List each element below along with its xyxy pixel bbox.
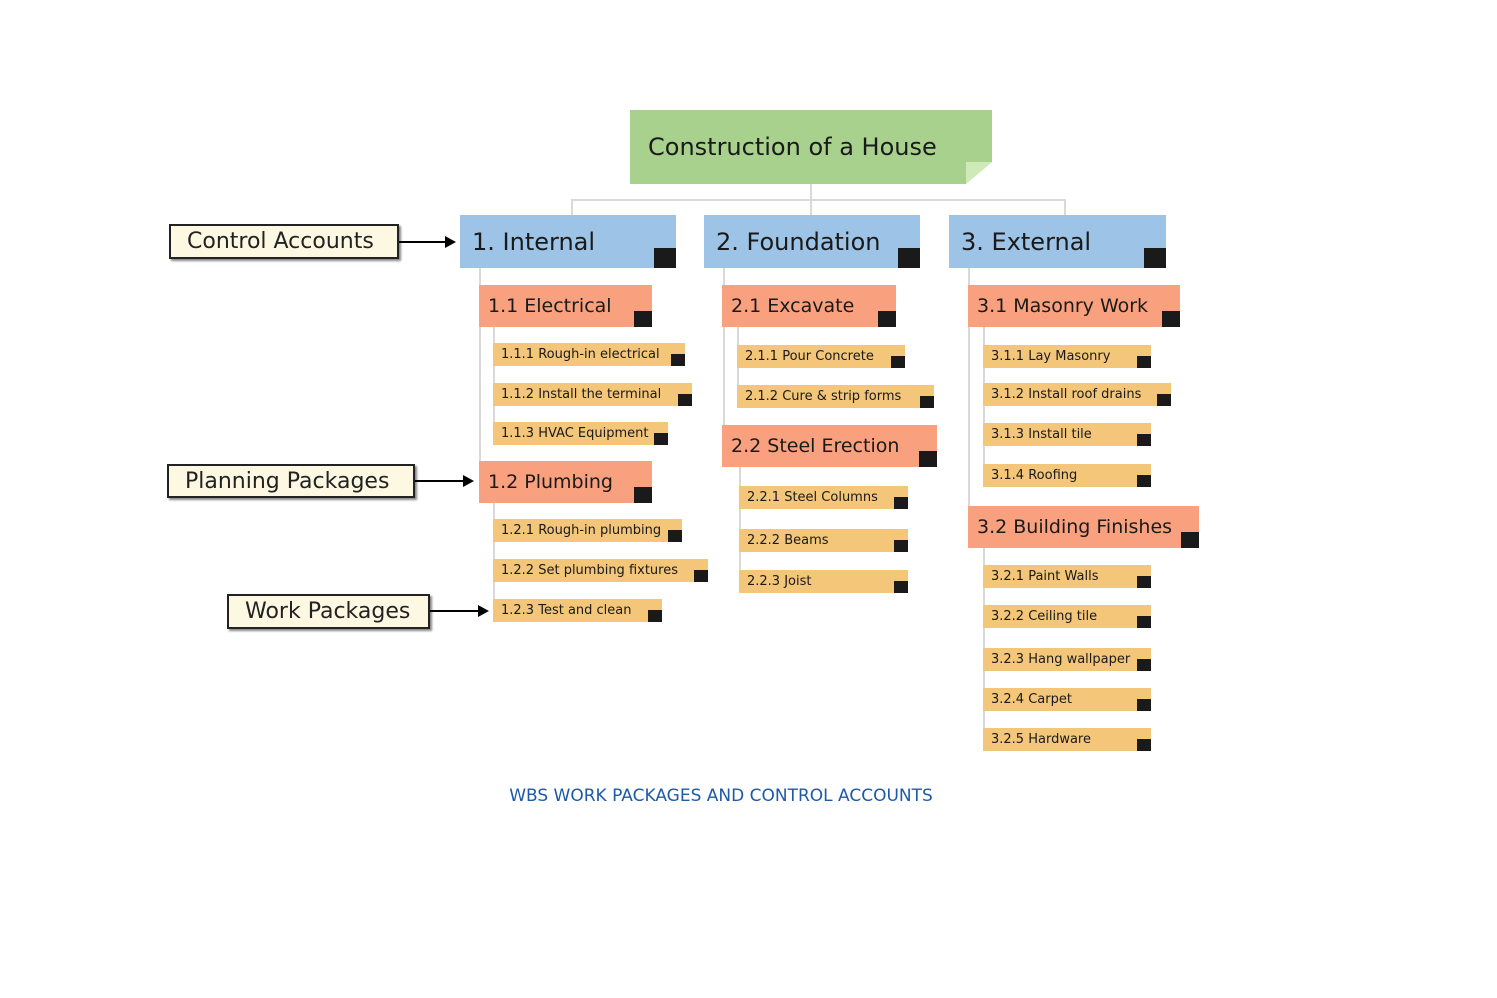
work-package: 2.1.2 Cure & strip forms [737,385,934,408]
planning-package: 2.1 Excavate [722,285,896,327]
work-package: 1.1.3 HVAC Equipment [493,422,668,445]
work-package: 2.2.2 Beams [739,529,908,552]
arrow-icon [415,475,474,487]
control-accounts-label: Control Accounts [169,224,399,259]
node-label: 2.2.1 Steel Columns [747,490,878,505]
node-label: 2.1 Excavate [731,295,855,317]
connector [723,268,725,446]
work-package: 1.2.2 Set plumbing fixtures [493,559,708,582]
work-package: 3.1.1 Lay Masonry [983,345,1151,368]
work-package: 3.1.3 Install tile [983,423,1151,446]
node-label: 3.2.2 Ceiling tile [991,609,1098,624]
work-package: 2.2.1 Steel Columns [739,486,908,509]
node-label: 1.2.3 Test and clean [501,603,632,618]
work-package: 1.1.2 Install the terminal [493,383,692,406]
node-label: 2.2.3 Joist [747,574,812,589]
node-label: 2. Foundation [716,227,881,256]
planning-package: 1.2 Plumbing [479,461,652,503]
work-package: 3.2.4 Carpet [983,688,1151,711]
node-label: 3. External [961,227,1092,256]
work-package: 2.2.3 Joist [739,570,908,593]
work-package: 3.1.2 Install roof drains [983,383,1171,406]
node-label: 3.1.2 Install roof drains [991,387,1142,402]
work-package: 3.2.3 Hang wallpaper [983,648,1151,671]
root-node: Construction of a House [630,110,992,184]
planning-package: 3.1 Masonry Work [968,285,1180,327]
planning-package: 1.1 Electrical [479,285,652,327]
node-label: 1.1.3 HVAC Equipment [501,426,649,441]
node-label: 3.1 Masonry Work [977,295,1149,317]
arrow-icon [399,236,456,248]
node-label: 3.1.1 Lay Masonry [991,349,1111,364]
work-package: 3.1.4 Roofing [983,464,1151,487]
control-account-foundation: 2. Foundation [704,215,920,268]
root-label: Construction of a House [648,133,937,161]
label-text: Control Accounts [187,229,374,254]
control-account-internal: 1. Internal [460,215,676,268]
work-package: 1.2.3 Test and clean [493,599,662,622]
work-package: 1.1.1 Rough-in electrical [493,343,685,366]
node-label: 3.1.3 Install tile [991,427,1092,442]
connector [493,503,495,611]
node-label: 3.1.4 Roofing [991,468,1078,483]
connector [983,548,985,740]
node-label: 1.2.1 Rough-in plumbing [501,523,662,538]
connector [479,268,481,482]
planning-package: 3.2 Building Finishes [968,506,1199,548]
connector [571,199,573,215]
node-label: 2.1.1 Pour Concrete [745,349,874,364]
connector [493,327,495,433]
node-label: 3.2.4 Carpet [991,692,1072,707]
node-label: 2.1.2 Cure & strip forms [745,389,902,404]
node-label: 1.1.1 Rough-in electrical [501,347,660,362]
node-label: 2.2 Steel Erection [731,435,900,457]
planning-packages-label: Planning Packages [167,464,415,498]
work-package: 2.1.1 Pour Concrete [737,345,905,368]
work-packages-label: Work Packages [227,594,430,629]
node-label: 2.2.2 Beams [747,533,829,548]
work-package: 1.2.1 Rough-in plumbing [493,519,682,542]
label-text: Work Packages [245,599,411,624]
node-label: 1.2 Plumbing [488,471,613,493]
node-label: 3.2.3 Hang wallpaper [991,652,1131,667]
node-label: 3.2.1 Paint Walls [991,569,1099,584]
node-label: 3.2 Building Finishes [977,516,1173,538]
work-package: 3.2.5 Hardware [983,728,1151,751]
node-label: 1. Internal [472,227,596,256]
connector [1064,199,1066,215]
connector [739,467,741,581]
work-package: 3.2.1 Paint Walls [983,565,1151,588]
work-package: 3.2.2 Ceiling tile [983,605,1151,628]
arrow-icon [430,605,489,617]
planning-package: 2.2 Steel Erection [722,425,937,467]
control-account-external: 3. External [949,215,1166,268]
node-label: 1.1 Electrical [488,295,612,317]
node-label: 1.1.2 Install the terminal [501,387,662,402]
connector [571,199,1065,201]
node-label: 1.2.2 Set plumbing fixtures [501,563,678,578]
label-text: Planning Packages [185,468,390,494]
figure-caption: WBS WORK PACKAGES AND CONTROL ACCOUNTS [509,786,933,806]
connector [968,268,970,526]
node-label: 3.2.5 Hardware [991,732,1091,747]
